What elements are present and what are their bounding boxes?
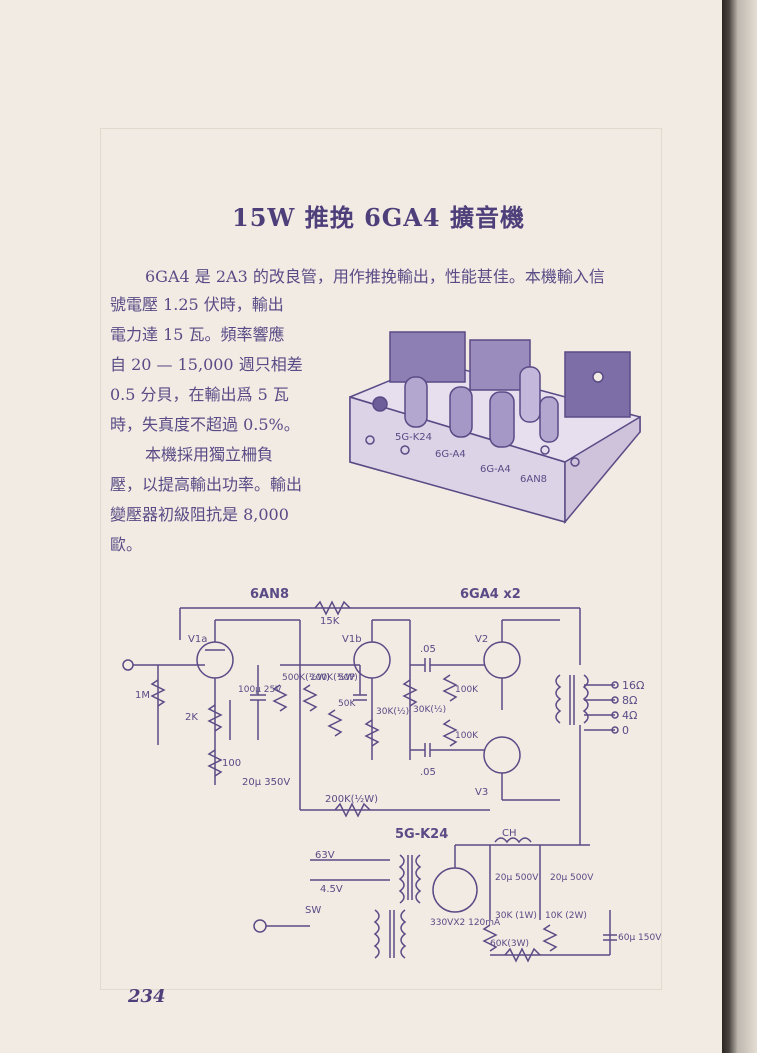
resistor-label: 100K(½W): [310, 673, 358, 683]
tube-label: V2: [475, 634, 488, 645]
tube-group-left-label: 6AN8: [250, 587, 289, 602]
capacitor-label: 50P: [338, 673, 355, 683]
resistor-label: 1M: [135, 690, 150, 701]
resistor-label: 200K(½W): [325, 793, 378, 805]
capacitor-label: 100μ 25V: [238, 685, 282, 695]
voltage-label: 63V: [315, 850, 335, 861]
resistor-label: 30K(½): [376, 707, 409, 717]
resistor-label: 30K (1W): [495, 911, 537, 921]
circuit-schematic: 6AN8 6GA4 x2 15K V1a V1b V2 V3 1M 2K 100…: [122, 587, 662, 963]
paragraph-1-first-line: 6GA4 是 2A3 的改良管，用作推挽輸出，性能甚佳。本機輸入信: [145, 267, 605, 286]
photo-label: 6G-A4: [435, 449, 466, 460]
paragraph-2-line: 變壓器初級阻抗是 8,000: [110, 505, 289, 524]
paragraph-2-line: 歐。: [110, 535, 143, 554]
resistor-label: 2K: [185, 712, 198, 723]
resistor-label: 100K: [455, 685, 479, 695]
output-tap-label: 8Ω: [622, 694, 637, 707]
paragraph-1-line: 0.5 分貝，在輸出爲 5 瓦: [110, 385, 289, 404]
page-number: 234: [128, 986, 166, 1007]
hv-label: 330VX2 120mA: [430, 918, 501, 928]
paragraph-1-line: 時，失真度不超過 0.5%。: [110, 415, 300, 434]
resistor-label: 30K(½): [413, 705, 446, 715]
book-spine-edge: [722, 0, 757, 1053]
output-tap-label: 16Ω: [622, 679, 644, 692]
paragraph-1-line: 電力達 15 瓦。頻率響應: [110, 325, 285, 344]
capacitor-label: .05: [420, 767, 436, 778]
paragraph-1-line: 號電壓 1.25 伏時，輸出: [110, 295, 284, 314]
rectifier-label: 5G-K24: [395, 827, 448, 842]
paragraph-1-line: 自 20 — 15,000 週只相差: [110, 355, 303, 374]
tube-label: V3: [475, 787, 488, 798]
tube-group-right-label: 6GA4 x2: [460, 587, 521, 602]
text-column: 號電壓 1.25 伏時，輸出 電力達 15 瓦。頻率響應 自 20 — 15,0…: [110, 290, 325, 560]
paragraph-2-line: 本機採用獨立柵負: [145, 445, 274, 464]
tube-label: V1b: [342, 634, 362, 645]
paragraph-2-line: 壓，以提高輸出功率。輸出: [110, 475, 303, 494]
switch-label: SW: [305, 905, 321, 916]
bleed-through-frame: [100, 128, 662, 990]
voltage-label: 4.5V: [320, 884, 343, 895]
capacitor-label: 20μ 350V: [242, 777, 290, 788]
resistor-label: 100K: [455, 731, 479, 741]
output-tap-label: 0: [622, 724, 629, 737]
amplifier-illustration: 5G-K24 6G-A4 6G-A4 6AN8: [349, 331, 641, 525]
page-title: 15W 推挽 6GA4 擴音機: [232, 203, 525, 232]
photo-label: 5G-K24: [395, 432, 432, 443]
resistor-label: 60K(3W): [490, 939, 529, 949]
feedback-resistor-label: 15K: [320, 616, 340, 627]
book-page: [0, 0, 722, 1053]
resistor-label: 500K(½W): [282, 673, 330, 683]
photo-label: 6G-A4: [480, 464, 511, 475]
resistor-label: 10K (2W): [545, 911, 587, 921]
capacitor-label: 20μ 500V: [550, 873, 594, 883]
resistor-label: 50K: [338, 699, 356, 709]
tube-label: V1a: [188, 634, 207, 645]
output-tap-label: 4Ω: [622, 709, 637, 722]
capacitor-label: .05: [420, 644, 436, 655]
capacitor-label: 20μ 500V: [495, 873, 539, 883]
resistor-label: 100: [222, 758, 241, 769]
capacitor-label: 60μ 150V: [618, 933, 662, 943]
photo-label: 6AN8: [520, 474, 547, 485]
choke-label: CH: [502, 828, 517, 839]
